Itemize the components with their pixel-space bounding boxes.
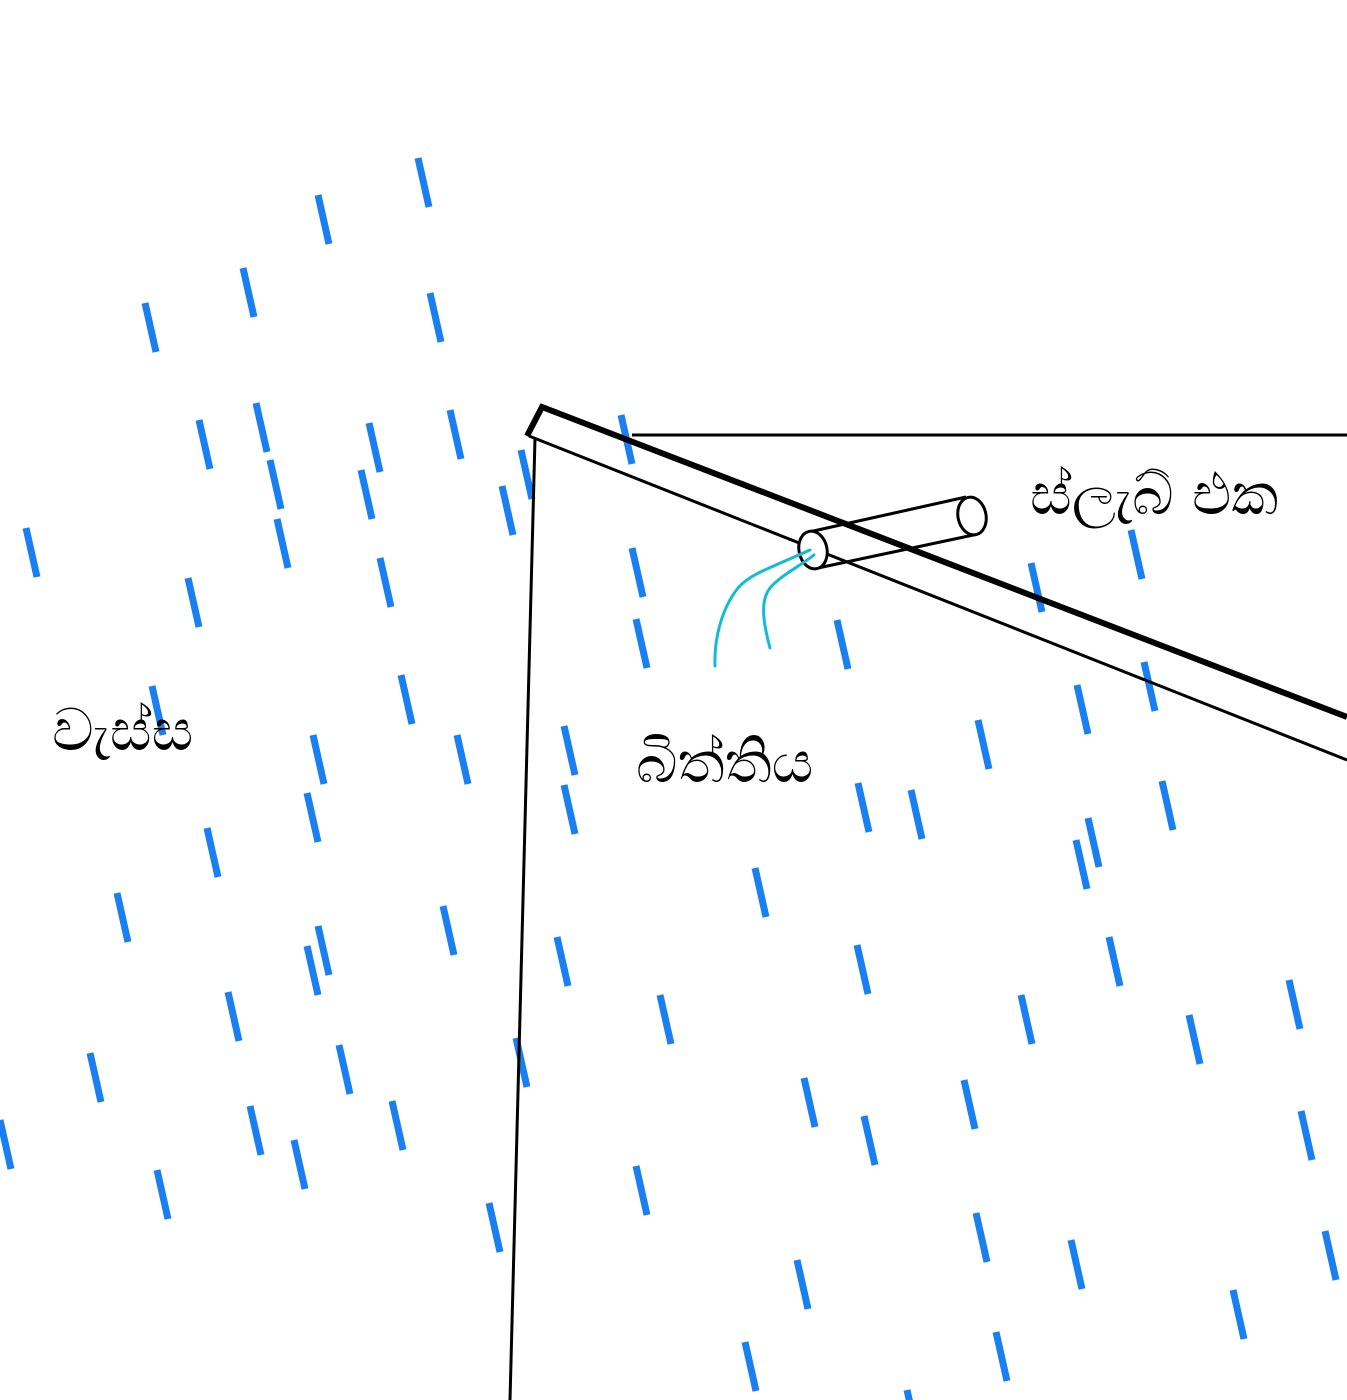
- wall-outline: [508, 433, 1347, 1400]
- rain-streak: [1321, 1230, 1340, 1281]
- rain-streak: [357, 469, 376, 520]
- rain-streak: [1073, 684, 1092, 735]
- rain-streak: [148, 685, 167, 736]
- rain-streaks: [0, 157, 1340, 1400]
- rain-streak: [153, 1169, 172, 1220]
- rain-streak: [751, 867, 770, 918]
- rain-streak: [903, 1389, 913, 1400]
- rain-streak: [1084, 817, 1103, 868]
- rain-streak: [86, 1052, 105, 1103]
- rain-streak: [203, 827, 222, 878]
- rain-streak: [414, 157, 433, 208]
- rain-streak: [303, 792, 322, 843]
- rain-streak: [560, 725, 579, 776]
- rain-streak: [907, 789, 926, 840]
- rain-streak: [1185, 1014, 1204, 1065]
- rain-streak: [303, 945, 322, 996]
- pipe-far-end: [956, 495, 988, 537]
- roof-slab: [524, 403, 1347, 762]
- rain-streak: [335, 1044, 354, 1095]
- rain-streak: [113, 892, 132, 943]
- rain-streak: [1067, 1239, 1086, 1290]
- drain-pipe: [797, 495, 988, 571]
- rain-streak: [266, 459, 285, 510]
- rain-streak: [553, 936, 572, 987]
- rain-streak: [1285, 979, 1304, 1030]
- rain-streak: [195, 419, 214, 470]
- rain-streak: [273, 518, 292, 569]
- rain-streak: [853, 944, 872, 995]
- rain-streak: [314, 194, 333, 245]
- rain-streak: [974, 719, 993, 770]
- rain-streak: [1017, 994, 1036, 1045]
- rain-streak: [854, 782, 873, 833]
- pipe-top-edge: [808, 495, 967, 534]
- rain-streak: [309, 734, 328, 785]
- rain-streak: [1140, 661, 1159, 712]
- rain-streak: [439, 905, 458, 956]
- rain-streak: [0, 1119, 15, 1170]
- water-drip: [713, 548, 816, 668]
- rain-streak: [741, 1341, 760, 1392]
- rain-streak: [860, 1115, 879, 1166]
- rain-streak: [239, 267, 258, 318]
- rain-streak: [1127, 529, 1146, 580]
- rain-streak: [632, 618, 651, 669]
- rain-streak: [498, 485, 517, 536]
- rain-streak: [972, 1212, 991, 1263]
- slab-upper-edge: [524, 403, 1347, 720]
- water-stream-left: [713, 548, 812, 668]
- slab-lower-edge: [528, 434, 1347, 762]
- rain-streak: [656, 994, 675, 1045]
- rain-streak: [793, 1259, 812, 1310]
- rain-streak: [485, 1202, 504, 1253]
- rain-streak: [246, 1105, 265, 1156]
- rain-streak: [632, 1165, 651, 1216]
- rain-streak: [397, 674, 416, 725]
- rain-streak: [1229, 1289, 1248, 1340]
- rain-streak: [560, 784, 579, 835]
- rain-streak: [184, 577, 203, 628]
- rain-streak: [1105, 936, 1124, 987]
- wall-left-edge: [508, 437, 537, 1400]
- water-stream-right: [762, 553, 816, 650]
- pipe-bottom-edge: [817, 532, 979, 570]
- rain-streak: [290, 1139, 309, 1190]
- rain-streak: [22, 527, 41, 578]
- rain-streak: [365, 422, 384, 473]
- rain-streak: [833, 619, 852, 670]
- rain-streak: [376, 557, 395, 608]
- rain-streak: [426, 292, 445, 343]
- rain-streak: [1158, 780, 1177, 831]
- rain-streak: [314, 925, 333, 976]
- rain-streak: [800, 1077, 819, 1128]
- rain-streak: [960, 1079, 979, 1130]
- rain-streak: [1027, 562, 1046, 613]
- wall-label: බිත්තිය: [636, 728, 813, 796]
- rain-streak: [446, 409, 465, 460]
- rain-streak: [224, 991, 243, 1042]
- rain-label: වැස්ස: [52, 696, 193, 764]
- rain-streak: [992, 1331, 1011, 1382]
- slab-label: ස්ලැබ් එක: [1030, 460, 1278, 529]
- rain-streak: [517, 449, 536, 500]
- rain-streak: [628, 547, 647, 598]
- rain-streak: [1297, 1110, 1316, 1161]
- rain-streak: [388, 1100, 407, 1151]
- rain-streak: [141, 302, 160, 353]
- rain-streak: [453, 734, 472, 785]
- rain-streak: [252, 402, 271, 453]
- rain-streak: [1072, 839, 1091, 890]
